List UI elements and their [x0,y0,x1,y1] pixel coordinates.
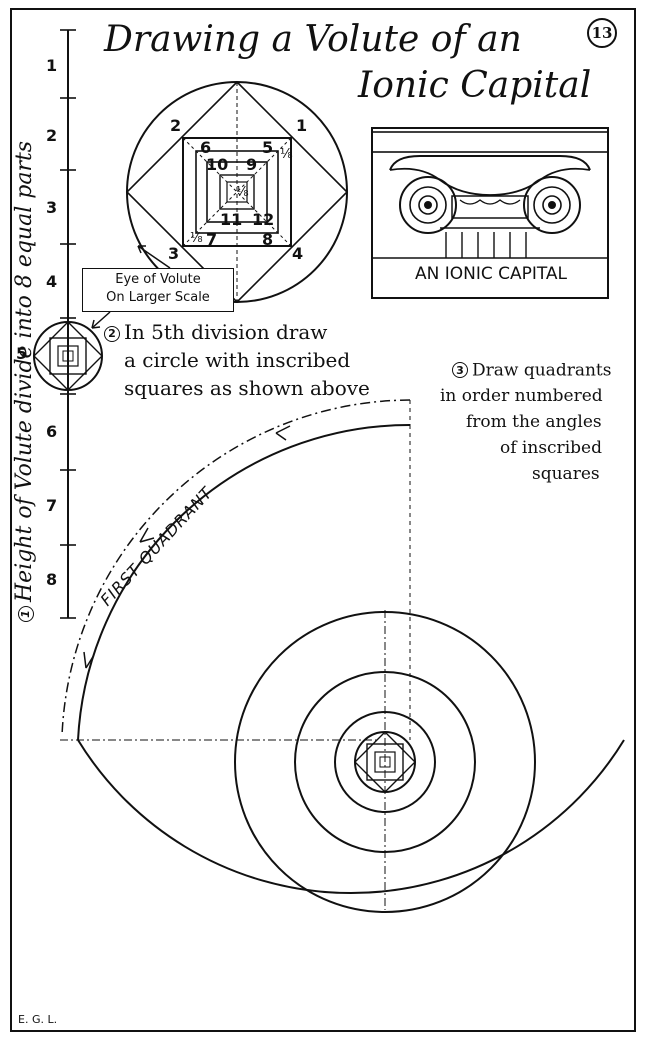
division-label-5: 5 [16,344,28,363]
callout-arrows [91,245,171,329]
small-eye [33,321,103,391]
eye-corner-1: 1 [296,116,308,135]
eye-callout: Eye of Volute On Larger Scale [82,268,234,312]
step2-line3: squares as shown above [124,376,370,400]
ionic-capital-illustration [371,127,609,299]
division-label-6: 6 [46,422,58,441]
eye-inner-7: 7 [206,230,218,249]
step1-number: 1 [17,606,34,622]
step3-line5: squares [532,464,600,484]
eye-inner-5: 5 [262,138,274,157]
division-label-4: 4 [46,272,58,291]
step3-line4: of inscribed [500,438,602,458]
fraction-label-c: ⅛ [236,185,249,200]
step2-line2: a circle with inscribed [124,348,351,372]
title-line1: Drawing a Volute of an [104,19,522,60]
division-label-8: 8 [46,570,58,589]
step2-number: 2 [104,325,120,342]
volute-spiral [60,400,625,913]
eye-inner-9: 9 [246,155,258,174]
eye-inner-8: 8 [262,230,274,249]
eye-callout-line1: Eye of Volute [115,272,201,287]
division-label-3: 3 [46,198,58,217]
vertical-caption-text: Height of Volute divide into 8 equal par… [12,140,37,602]
step3-number: 3 [452,362,468,378]
eye-callout-line2: On Larger Scale [106,289,210,305]
plate-border [10,8,636,1032]
signature: E. G. L. [18,1013,58,1026]
first-quadrant-arc [61,399,411,737]
eye-inner-6: 6 [200,138,212,157]
eye-inner-11: 11 [220,210,243,229]
eye-inner-12: 12 [252,210,275,229]
division-label-1: 1 [46,56,58,75]
step3-line2: in order numbered [440,386,603,406]
fraction-label-b: ⅛ [190,231,203,246]
eye-diagram [125,80,349,304]
vertical-caption: 1 Height of Volute divide into 8 equal pa… [12,141,37,622]
eye-corner-3: 3 [168,244,180,263]
eye-inner-10: 10 [206,155,229,174]
division-label-2: 2 [46,126,58,145]
fraction-label-a: ⅛ [280,147,293,162]
scale-ticks [60,29,76,619]
title-line2: Ionic Capital [358,65,592,106]
plate-number: 13 [587,18,617,48]
eye-corner-2: 2 [170,116,182,135]
eye-corner-4: 4 [292,244,304,263]
division-label-7: 7 [46,496,58,515]
ionic-capital-label: AN IONIC CAPITAL [414,264,568,284]
step3-line3: from the angles [466,412,602,432]
